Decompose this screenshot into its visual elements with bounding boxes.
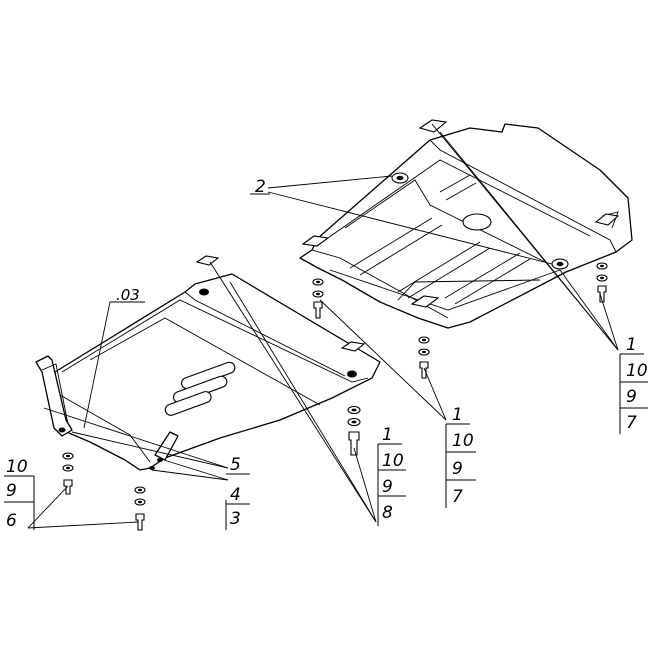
leader-lines xyxy=(27,123,619,529)
label-center-3: 8 xyxy=(382,503,393,523)
upper-skid-plate xyxy=(299,119,633,329)
label-left-1: 9 xyxy=(6,481,17,501)
label-part-3: 3 xyxy=(230,509,241,529)
label-right-3: 7 xyxy=(626,413,637,433)
callout-labels: 2 .03 5 4 3 10 9 6 1 10 9 8 1 10 9 7 xyxy=(4,177,648,531)
label-right-0: 1 xyxy=(626,335,637,355)
hardware-left xyxy=(62,452,74,495)
hardware-middle xyxy=(312,278,430,379)
label-middle-1: 10 xyxy=(452,431,474,451)
label-middle-0: 1 xyxy=(452,405,463,425)
label-center-2: 9 xyxy=(382,477,393,497)
label-part-5: 5 xyxy=(230,455,241,475)
label-part-03: .03 xyxy=(116,286,140,304)
label-part-2: 2 xyxy=(255,177,266,197)
label-middle-2: 9 xyxy=(452,459,463,479)
label-center-1: 10 xyxy=(382,451,404,471)
hardware-left-2 xyxy=(134,486,146,531)
label-left-2: 6 xyxy=(6,511,17,531)
hardware-right xyxy=(596,262,608,303)
label-left-0: 10 xyxy=(6,457,28,477)
label-middle-3: 7 xyxy=(452,487,463,507)
label-right-1: 10 xyxy=(626,361,648,381)
mounting-bracket xyxy=(35,355,179,470)
label-part-4: 4 xyxy=(230,485,241,505)
label-center-0: 1 xyxy=(382,425,393,445)
hardware-center xyxy=(347,405,361,456)
lower-skid-plate xyxy=(54,255,381,471)
label-right-2: 9 xyxy=(626,387,637,407)
